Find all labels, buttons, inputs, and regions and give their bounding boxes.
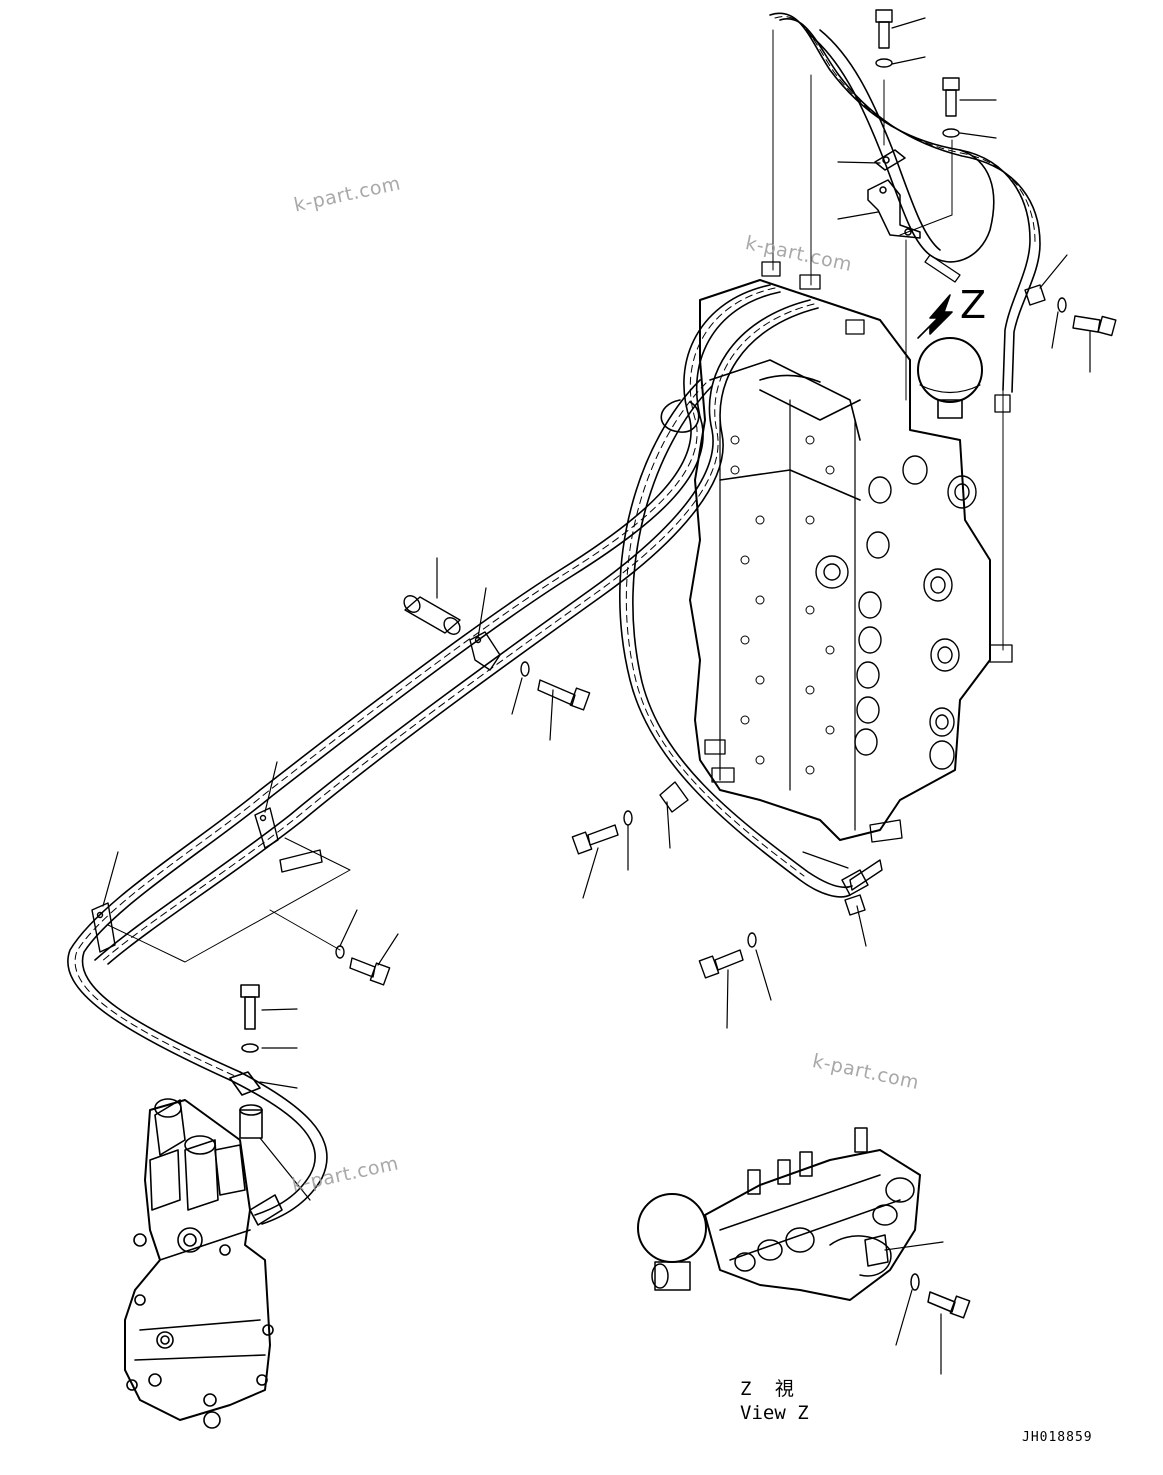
view-z-caption-en: View Z xyxy=(740,1402,809,1424)
hose-clamps xyxy=(91,595,883,986)
swivel-joint xyxy=(124,984,283,1429)
view-z-arrow xyxy=(917,294,953,339)
callout-leaders xyxy=(102,17,1091,1375)
top-bracket xyxy=(867,149,921,239)
bolt-group-top xyxy=(875,9,1117,337)
view-z-marker: Z xyxy=(960,283,987,327)
hose-routes xyxy=(67,12,1041,1225)
view-z-caption-jp: Z 視 xyxy=(740,1378,800,1400)
main-control-valve xyxy=(689,254,1013,843)
assembly-lines xyxy=(772,29,1004,651)
view-z-detail xyxy=(637,1127,971,1319)
figure-code: JH018859 xyxy=(1022,1430,1093,1445)
clamp-plate xyxy=(107,837,351,963)
